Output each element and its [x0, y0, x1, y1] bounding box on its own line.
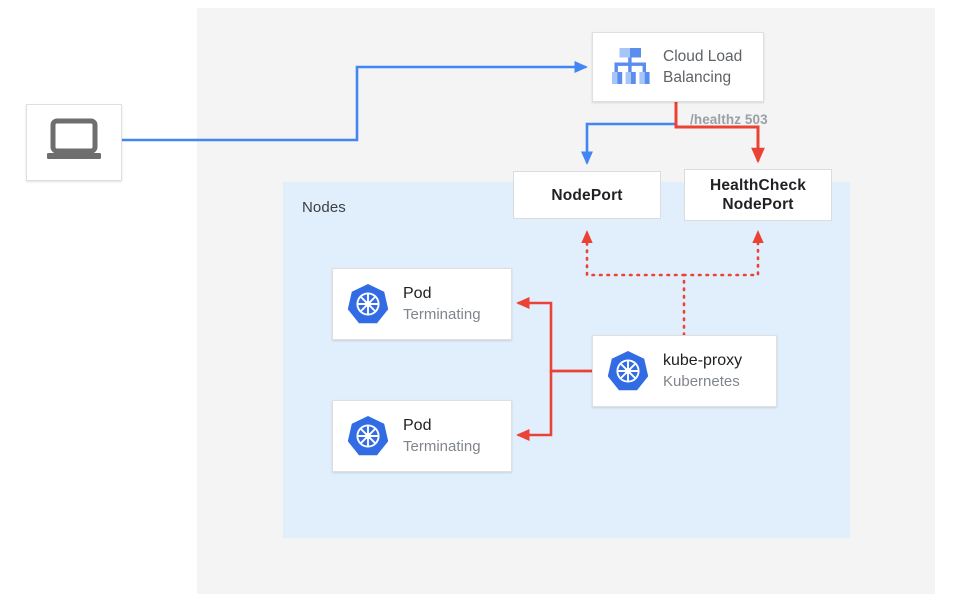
healthcheck-nodeport-labels: HealthCheck NodePort — [710, 176, 806, 214]
pod-subtitle-2: Terminating — [403, 438, 481, 455]
healthcheck-nodeport-label-line1: HealthCheck — [709, 177, 807, 194]
client-node[interactable] — [26, 104, 122, 181]
healthz-edge-label: /healthz 503 — [690, 112, 768, 127]
nodeport-label: NodePort — [551, 186, 623, 204]
kubernetes-icon — [345, 282, 391, 326]
nodeport-box[interactable]: NodePort — [513, 171, 661, 219]
kubernetes-icon — [605, 349, 651, 393]
cloud-load-balancing-node[interactable]: Cloud Load Balancing — [592, 32, 764, 102]
kubernetes-icon — [345, 414, 391, 458]
laptop-icon — [44, 117, 104, 168]
kube-proxy-title: kube-proxy — [663, 352, 743, 369]
healthcheck-nodeport-label-line2: NodePort — [722, 196, 794, 213]
cloud-load-balancing-title-line2: Balancing — [663, 69, 732, 86]
pod-title-2: Pod — [403, 417, 432, 434]
pod-node-1[interactable]: Pod Terminating — [332, 268, 512, 340]
cloud-load-balancing-labels: Cloud Load Balancing — [663, 46, 742, 88]
kube-proxy-node[interactable]: kube-proxy Kubernetes — [592, 335, 777, 407]
pod-node-2[interactable]: Pod Terminating — [332, 400, 512, 472]
cloud-load-balancing-icon — [603, 45, 657, 89]
kube-proxy-labels: kube-proxy Kubernetes — [663, 350, 742, 392]
cloud-load-balancing-title-line1: Cloud Load — [663, 48, 743, 65]
pod-labels-1: Pod Terminating — [403, 283, 481, 325]
nodes-region-label: Nodes — [302, 199, 346, 216]
kube-proxy-subtitle: Kubernetes — [663, 373, 740, 390]
pod-title-1: Pod — [403, 285, 432, 302]
pod-subtitle-1: Terminating — [403, 306, 481, 323]
pod-labels-2: Pod Terminating — [403, 415, 481, 457]
healthcheck-nodeport-box[interactable]: HealthCheck NodePort — [684, 169, 832, 221]
